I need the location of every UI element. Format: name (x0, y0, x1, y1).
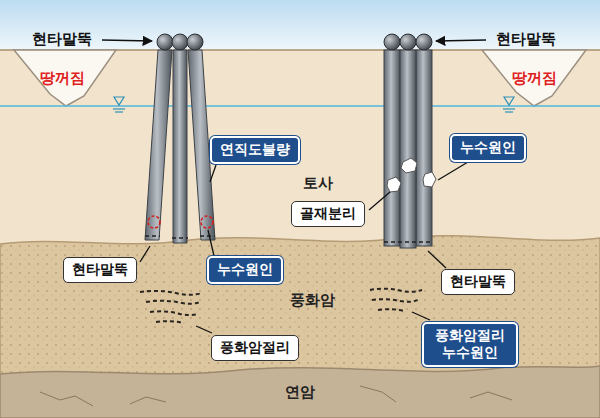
pile-head (400, 34, 416, 50)
callout-box: 현타말뚝 (63, 257, 137, 283)
leader-line (210, 165, 216, 182)
leader-line (208, 230, 214, 256)
sinkhole (14, 50, 116, 106)
leader-line (196, 326, 212, 333)
crack (360, 386, 396, 402)
pointer-arrow (436, 40, 486, 41)
box-text: 현타말뚝 (450, 273, 506, 291)
leader-line (369, 192, 390, 210)
crack (130, 397, 166, 404)
leader-line (140, 246, 150, 262)
box-text: 연직도불량 (220, 141, 290, 159)
pile-head (187, 34, 203, 50)
box-text: 현타말뚝 (72, 261, 128, 279)
void (401, 158, 417, 173)
joint (372, 299, 418, 302)
part-label: 현타말뚝 (496, 30, 556, 49)
water-mark (503, 108, 515, 109)
box-text: 풍화암절리 누수원인 (432, 327, 508, 362)
joint (146, 301, 200, 304)
sky (0, 0, 600, 50)
weathered-rock-layer (0, 236, 600, 418)
pile-head (157, 34, 173, 50)
box-text: 풍화암절리 (220, 339, 290, 357)
tip-mark (384, 241, 432, 243)
pile-tip-marks (384, 241, 432, 243)
tip-mark (145, 235, 160, 237)
water-mark (115, 111, 123, 112)
pile-tip-marks (145, 236, 215, 238)
warning-label: 땅꺼짐 (512, 69, 557, 88)
pile-head (384, 34, 400, 50)
soil-layer (0, 50, 600, 418)
joint (156, 321, 184, 323)
problem-tag: 연직도불량 (210, 136, 300, 164)
joint (140, 291, 202, 295)
water-mark (505, 111, 513, 112)
callout-box: 골재분리 (291, 201, 365, 227)
void (423, 172, 436, 187)
pile-head (416, 34, 432, 50)
pile (416, 50, 432, 246)
leak-points (148, 216, 213, 228)
layer-label: 연암 (285, 383, 315, 402)
pointer-arrow (102, 40, 152, 41)
part-label: 현타말뚝 (32, 30, 92, 49)
box-text: 누수원인 (217, 261, 273, 279)
pile-head (172, 34, 188, 50)
pile-group-right (384, 50, 432, 248)
problem-tag: 누수원인 (207, 256, 283, 284)
callout-box: 현타말뚝 (441, 269, 515, 295)
pile-heads (157, 34, 432, 50)
layer-label: 풍화암 (290, 291, 335, 310)
pile (173, 50, 187, 243)
warning-label: 땅꺼짐 (40, 69, 85, 88)
box-text: 골재분리 (300, 205, 356, 223)
leader-lines (140, 162, 468, 333)
rock-joints (140, 289, 422, 323)
callout-box: 풍화암절리 (211, 335, 299, 361)
leader-line (412, 312, 430, 320)
layer-label: 토사 (303, 174, 333, 193)
problem-tag: 풍화암절리 누수원인 (422, 322, 518, 367)
pile-group-left (145, 50, 215, 243)
crack (470, 392, 512, 400)
pile (145, 50, 172, 240)
leader-line (438, 162, 468, 180)
joint (378, 309, 404, 311)
pile (384, 50, 400, 246)
water-mark (114, 97, 124, 105)
crack (40, 392, 93, 406)
joint (370, 289, 422, 292)
water-mark (113, 108, 125, 109)
water-mark (504, 97, 514, 105)
leak-circle (148, 216, 160, 228)
pile (400, 50, 416, 248)
water-table (0, 105, 600, 107)
soft-rock-layer (0, 366, 600, 418)
rock-cracks (40, 386, 512, 406)
sinkhole (482, 50, 586, 106)
leader-line (428, 251, 446, 268)
aggregate-separation (387, 158, 436, 192)
tip-mark (172, 237, 188, 239)
joint (150, 311, 198, 315)
problem-tag: 누수원인 (450, 134, 526, 162)
void (387, 177, 401, 192)
tip-mark (200, 235, 215, 237)
leak-circle (201, 216, 213, 228)
box-text: 누수원인 (460, 139, 516, 157)
